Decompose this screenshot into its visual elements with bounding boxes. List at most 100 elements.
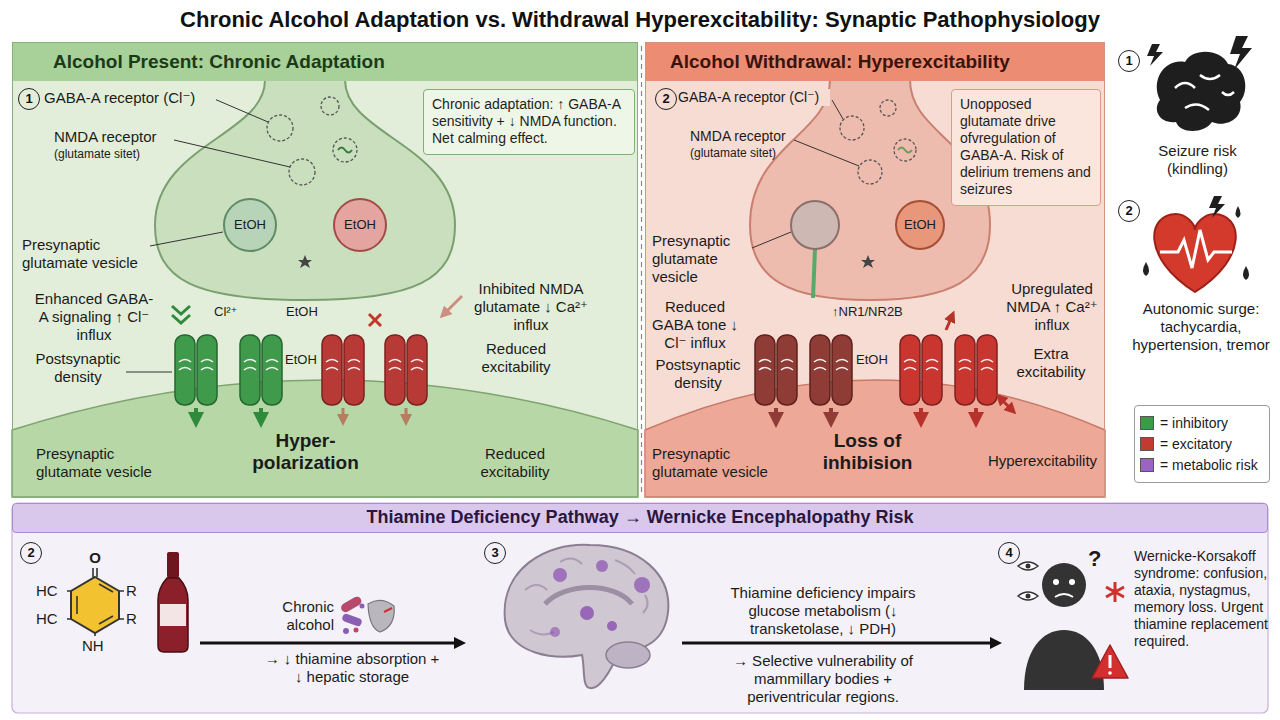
pill-liver-icon [341, 613, 363, 627]
thiamine-molecule [67, 568, 124, 636]
pill-liver-icon [384, 608, 392, 612]
atom-label: HC [36, 582, 66, 600]
brain-icon [1147, 44, 1163, 66]
callout-number: 2 [20, 542, 42, 564]
receptor-channel [900, 335, 920, 405]
brain-sagittal [580, 606, 594, 620]
mechanism-label: Thiamine deficiency impairs glucose meta… [718, 584, 928, 638]
thiamine-molecule [71, 577, 119, 633]
heart-icon [1243, 266, 1249, 280]
vesicle [224, 199, 276, 251]
state-label: Loss of inhibision [795, 430, 940, 474]
pill-liver-icon [354, 628, 359, 633]
legend-swatch [1140, 458, 1154, 472]
leader-line [126, 372, 172, 373]
vesicle-outline [289, 159, 315, 185]
risk-label: Autonomic surge: tachycardia, hypertensi… [1132, 300, 1270, 354]
note-box: Unopposed glutamate drive ofvregulation … [951, 89, 1101, 206]
brain-sagittal [545, 588, 632, 605]
legend-swatch [1140, 416, 1154, 430]
legend-row: = metabolic risk [1140, 456, 1264, 474]
receptor-label: NMDA receptor [690, 128, 800, 145]
leader-line [832, 100, 843, 119]
receptor-channel [344, 335, 364, 405]
callout-number: 3 [484, 542, 506, 564]
receptor-channel [777, 335, 797, 405]
brain-sagittal [505, 545, 669, 688]
vesicle-outline [894, 139, 916, 161]
ion-flow-arrow [1000, 398, 1012, 410]
brain-icon [1157, 52, 1246, 131]
pill-liver-icon [343, 628, 349, 634]
brain-sagittal [550, 627, 560, 637]
vesicle [791, 201, 839, 249]
pill-liver-icon [368, 600, 394, 632]
presynaptic-terminal [155, 80, 455, 300]
vesicle-label: Presynaptic glutamate vesicle [652, 232, 748, 286]
atom-label: HC [36, 610, 66, 628]
callout-number: 1 [1118, 50, 1140, 72]
receptor-label: GABA-A receptor (Cl⁻) [44, 89, 216, 107]
mechanism-label: → Selective vulnerability of mammillary … [718, 652, 928, 706]
site-label: (glutamate sitet) [690, 146, 800, 160]
receptor-channel [197, 335, 217, 405]
patient-icon [1018, 562, 1038, 570]
receptor-channel [385, 335, 405, 405]
receptor-channel [832, 335, 852, 405]
symbol-label: ? [1088, 546, 1108, 572]
density-label: Postsynaptic density [650, 356, 746, 392]
heart-icon [1154, 214, 1236, 292]
patient-icon [1069, 579, 1075, 585]
patient-icon [1108, 671, 1112, 675]
vesicle-outline [267, 115, 293, 141]
tilde-symbol [898, 148, 912, 153]
ion-flow-arrow [405, 408, 408, 420]
atom-label: R [126, 582, 142, 600]
diagram-title: Chronic Alcohol Adaptation vs. Withdrawa… [0, 7, 1280, 33]
effect-label: Reduced excitability [470, 340, 562, 376]
ion-flow-arrow [342, 408, 345, 420]
panel-heading: Alcohol Withdrawal: Hyperexcitability [646, 43, 1104, 81]
presynaptic-terminal [155, 80, 990, 300]
signal-label: Reduced GABA tone ↓ Cl⁻ influx [650, 298, 740, 352]
drug-label: EtOH [285, 352, 321, 368]
brain-sagittal [607, 621, 617, 631]
cause-label: Chronic alcohol [262, 598, 334, 634]
star-symbol [298, 255, 312, 268]
ion-flow-arrow [919, 408, 923, 420]
risk-label: Seizure risk (kindling) [1140, 142, 1255, 178]
section-band: Thiamine Deficiency Pathway → Wernicke E… [12, 503, 1268, 533]
receptor-channel [240, 335, 260, 405]
receptor-label: GABA-A receptor (Cl⁻) [678, 89, 830, 106]
pathway-arrow [200, 642, 460, 645]
receptor-channel [755, 335, 775, 405]
tilde-symbol [338, 148, 352, 153]
thiamine-molecule [67, 591, 124, 636]
heart-icon [1143, 262, 1149, 276]
bottle-icon [158, 552, 188, 652]
pathway-arrow [682, 642, 996, 645]
receptor-label: NMDA receptor [54, 128, 184, 146]
leader-line [752, 232, 791, 248]
receptor-channel [977, 335, 997, 405]
panel-heading: Alcohol Present: Chronic Adaptation [13, 43, 637, 81]
bottle-icon [167, 552, 179, 578]
signal-label: Upregulated NMDA ↑ Ca²⁺ influx [1002, 280, 1102, 334]
note-text: Unopposed glutamate drive ofvregulation … [960, 96, 1092, 198]
vesicle-label: Presynaptic glutamate vesicle [22, 236, 150, 272]
vesicle-outline [840, 116, 864, 140]
thiamine-molecule [93, 568, 97, 577]
vesicle [813, 249, 815, 298]
ion-flow-arrow [194, 408, 198, 420]
ion-flow-arrow [774, 408, 778, 420]
atom-label: O [86, 549, 104, 567]
patient-icon [1018, 562, 1128, 690]
ion-flow-arrow [829, 408, 833, 420]
brain-sagittal [505, 545, 669, 688]
ion-flow-arrow [259, 408, 263, 420]
brain-sagittal [606, 642, 650, 668]
vesicle [334, 199, 386, 251]
receptor-channel [810, 335, 830, 405]
legend-row: = excitatory [1140, 435, 1264, 453]
